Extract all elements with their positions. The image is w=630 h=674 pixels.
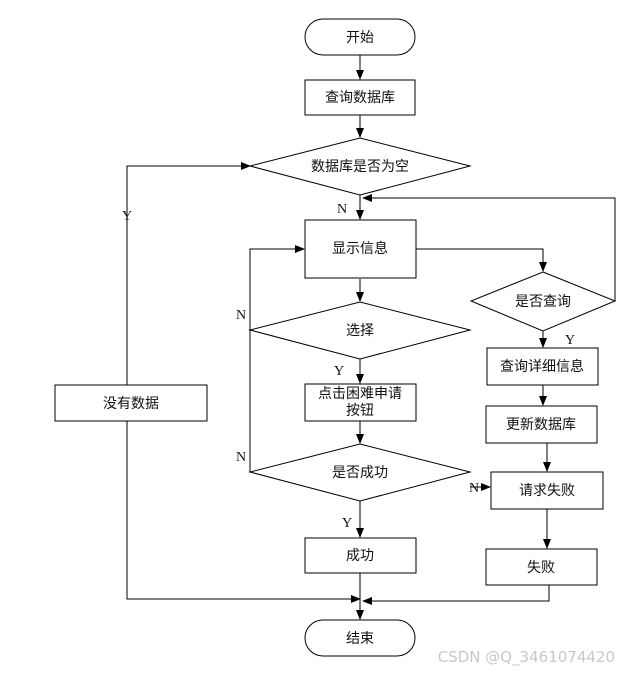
node-no-data: 没有数据 [54,384,208,422]
node-success: 成功 [304,537,417,574]
node-end: 结束 [304,619,416,657]
decision-is-success-label: 是否成功 [332,465,388,481]
node-update-db: 更新数据库 [485,405,598,444]
node-query-detail-label: 查询详细信息 [500,358,584,375]
node-show-info-label: 显示信息 [332,240,388,257]
node-end-label: 结束 [346,631,374,647]
edge-isquery-no-loop [362,194,616,301]
node-no-data-label: 没有数据 [103,396,159,412]
label-select-yes: Y [334,364,344,379]
decision-is-query: 是否查询 [469,271,617,332]
node-request-fail: 请求失败 [490,471,604,510]
decision-is-success: 是否成功 [248,443,472,502]
decision-select-label: 选择 [346,323,374,339]
node-query-detail: 查询详细信息 [486,347,599,386]
decision-db-empty-label: 数据库是否为空 [311,159,409,175]
label-db-empty-yes: Y [122,209,132,224]
node-update-db-label: 更新数据库 [506,417,576,433]
node-show-info: 显示信息 [304,219,417,279]
node-click-apply: 点击困难申请 按钮 [304,383,417,422]
edge-decision-yes-to-nodata [126,165,250,385]
node-query-db-label: 查询数据库 [325,90,395,106]
node-click-apply-label-line2: 按钮 [346,403,374,419]
decision-select: 选择 [248,301,472,360]
decision-db-empty: 数据库是否为空 [248,137,472,196]
label-is-query-yes: Y [565,333,575,348]
node-fail-label: 失败 [527,560,555,576]
node-request-fail-label: 请求失败 [519,483,575,499]
label-db-empty-no: N [337,202,347,217]
node-success-label: 成功 [346,548,374,564]
label-success-yes: Y [342,516,352,531]
label-success-no-right: N [469,481,479,496]
edge-show-to-isquery [416,248,547,272]
edge-fail-to-end [362,585,550,605]
decision-is-query-label: 是否查询 [515,294,571,310]
node-start: 开始 [304,18,416,56]
label-success-no-left: N [236,450,246,465]
edge-labels: Y N N Y N Y N Y [122,202,575,531]
node-start-label: 开始 [346,30,374,46]
watermark: CSDN @Q_3461074420 [438,648,615,667]
node-query-db: 查询数据库 [304,79,416,116]
node-fail: 失败 [485,548,598,586]
connectors [126,55,616,620]
edge-nodata-to-end [126,421,361,603]
node-click-apply-label-line1: 点击困难申请 [318,386,402,402]
edge-select-no-loop [249,245,305,330]
label-select-no: N [236,308,246,323]
